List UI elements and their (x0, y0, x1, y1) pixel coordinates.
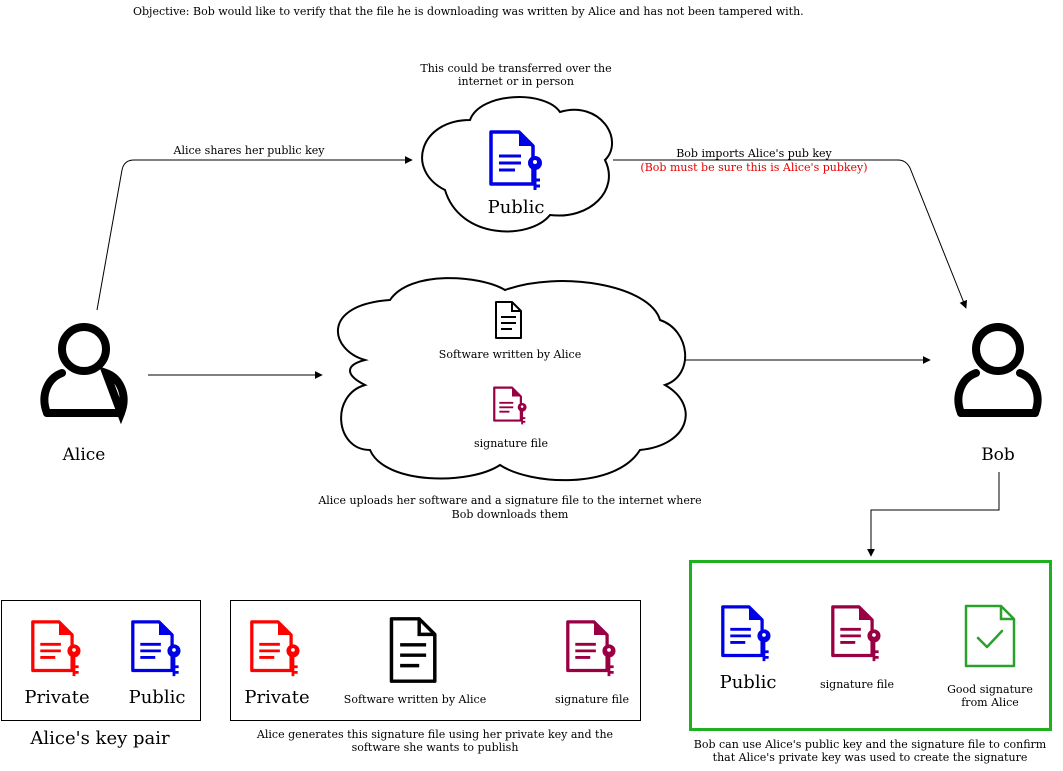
public-key-document-icon (489, 130, 542, 190)
verify-caption-line2: that Alice's private key was used to cre… (712, 751, 1028, 764)
edge-bob-to-verify (867, 472, 1000, 557)
cloud-top-public-label: Public (487, 197, 545, 218)
key-pair-caption: Alice's key pair (30, 728, 170, 749)
cloud-top-note-line1: This could be transferred over the (420, 62, 612, 75)
verify-public-label: Public (719, 672, 777, 693)
alice-user-icon (40, 323, 128, 425)
bob-user-icon (954, 323, 1042, 417)
edge-cloud-to-bob-label-line2: (Bob must be sure this is Alice's pubkey… (640, 161, 868, 174)
verify-result-line2: from Alice (961, 696, 1019, 709)
signature-document-icon (566, 620, 616, 677)
key-pair-private-label: Private (24, 687, 90, 708)
verify-result-line1: Good signature (947, 683, 1033, 696)
good-signature-check-icon (964, 604, 1016, 668)
software-document-icon (389, 617, 437, 683)
software-document-icon (495, 301, 522, 339)
edge-alice-to-cloud (96, 156, 413, 311)
signing-caption-line2: software she wants to publish (351, 741, 519, 754)
cloud-middle-software-label: Software written by Alice (438, 348, 582, 361)
verify-signature-label: signature file (820, 678, 894, 691)
cloud-top-note-line2: internet or in person (458, 75, 574, 88)
private-key-document-icon (31, 620, 81, 677)
signing-caption-line1: Alice generates this signature file usin… (256, 728, 614, 741)
edge-cloud-to-bob-label-line1: Bob imports Alice's pub key (676, 147, 832, 160)
edge-cloud-to-bob (613, 159, 968, 309)
signing-private-label: Private (244, 687, 310, 708)
verify-caption-line1: Bob can use Alice's public key and the s… (693, 738, 1047, 751)
public-key-document-icon (131, 620, 181, 677)
edge-alice-to-cloud-label: Alice shares her public key (173, 144, 325, 157)
signing-signature-label: signature file (555, 693, 629, 706)
key-pair-public-label: Public (128, 687, 186, 708)
cloud-middle-caption-line1: Alice uploads her software and a signatu… (318, 494, 702, 507)
objective-text: Objective: Bob would like to verify that… (133, 5, 804, 18)
alice-label: Alice (62, 445, 106, 465)
bob-label: Bob (981, 445, 1015, 465)
cloud-middle-signature-label: signature file (474, 437, 548, 450)
signing-software-label: Software written by Alice (343, 693, 487, 706)
private-key-document-icon (250, 620, 300, 677)
public-key-document-icon (721, 605, 771, 662)
cloud-middle (336, 277, 687, 482)
signature-document-icon (493, 386, 527, 425)
cloud-middle-caption-line2: Bob downloads them (451, 508, 569, 521)
signature-document-icon (831, 605, 881, 662)
